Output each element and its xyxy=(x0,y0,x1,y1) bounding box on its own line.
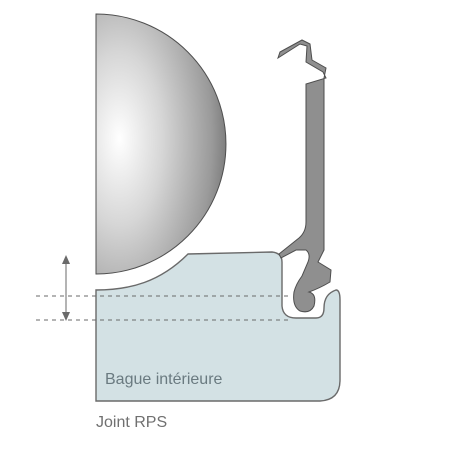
dimension-arrow xyxy=(62,255,70,321)
ball-shape xyxy=(95,13,227,275)
diagram-caption: Joint RPS xyxy=(96,414,168,431)
inner-ring-shape xyxy=(95,251,341,402)
inner-ring-label: Bague intérieure xyxy=(105,371,223,388)
seal-shape xyxy=(277,39,332,313)
